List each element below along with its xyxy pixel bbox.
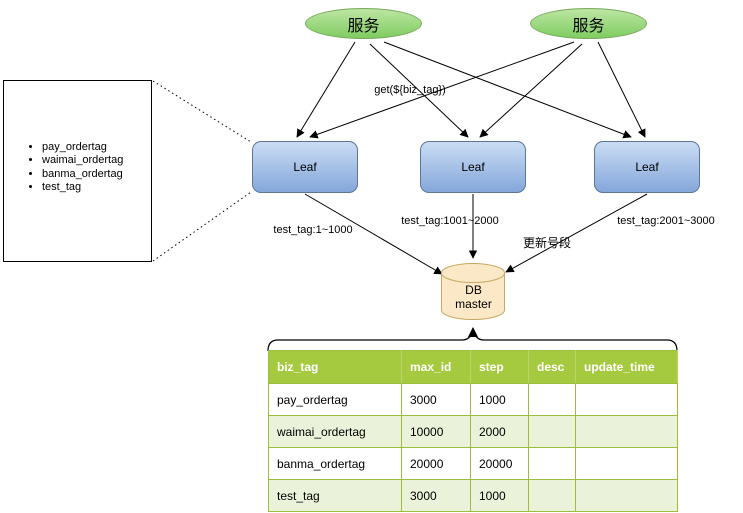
table-cell (575, 479, 678, 512)
list-item: pay_ordertag (42, 141, 123, 154)
table-cell: 3000 (401, 479, 471, 512)
db-cylinder-shape (441, 263, 505, 320)
db-master-label: DB master (442, 283, 505, 311)
biz-tag-list: pay_ordertag waimai_ordertag banma_order… (4, 141, 123, 195)
arrow-leaf3-db (505, 193, 648, 273)
leaf-label: Leaf (461, 160, 485, 174)
leaf-label: Leaf (293, 160, 317, 174)
arrow-leaf1-db (304, 193, 443, 275)
biz-table: biz_tag max_id step desc update_time pay… (268, 350, 678, 512)
dotted-line-bottom (152, 191, 252, 262)
leaf-node-1: Leaf (252, 141, 358, 193)
table-cell: 20000 (401, 447, 471, 480)
biz-tag-list-box: pay_ordertag waimai_ordertag banma_order… (3, 80, 152, 262)
arrow-service1-leaf2 (369, 43, 469, 138)
table-row: test_tag 3000 1000 (268, 479, 678, 512)
header-desc: desc (528, 350, 576, 384)
table-cell (528, 415, 576, 448)
table-cell: 3000 (401, 383, 471, 416)
edge-label-segment3: test_tag:2001~3000 (617, 215, 715, 227)
edge-label-segment1: test_tag:1~1000 (273, 224, 353, 236)
arrow-service2-leaf3 (597, 41, 646, 138)
list-item: test_tag (42, 181, 123, 194)
list-item: banma_ordertag (42, 168, 123, 181)
table-header-row: biz_tag max_id step desc update_time (268, 350, 678, 384)
table-cell (528, 447, 576, 480)
service-label: 服务 (572, 17, 605, 35)
arrow-service1-leaf1 (296, 41, 356, 138)
header-update-time: update_time (575, 350, 678, 384)
table-cell (528, 383, 576, 416)
list-item: waimai_ordertag (42, 154, 123, 167)
dotted-line-top (152, 80, 252, 143)
service-node-1: 服务 (305, 8, 422, 39)
table-brace (267, 329, 678, 352)
arrow-service1-leaf3 (383, 41, 632, 139)
header-step: step (470, 350, 529, 384)
edge-label-get: get(${biz_tag}) (374, 84, 446, 96)
db-label-line2: master (455, 297, 492, 311)
edge-label-segment2: test_tag:1001~2000 (401, 215, 499, 227)
table-cell: 1000 (470, 479, 529, 512)
table-row: banma_ordertag 20000 20000 (268, 447, 678, 480)
edge-label-update-segment: 更新号段 (522, 236, 572, 250)
service-label: 服务 (347, 17, 380, 35)
table-cell: 2000 (470, 415, 529, 448)
leaf-label: Leaf (635, 160, 659, 174)
arrow-service2-leaf1 (309, 41, 575, 139)
table-row: pay_ordertag 3000 1000 (268, 383, 678, 416)
table-cell (575, 415, 678, 448)
service-node-2: 服务 (530, 8, 647, 39)
table-cell: waimai_ordertag (268, 415, 402, 448)
table-cell (528, 479, 576, 512)
header-biz-tag: biz_tag (268, 350, 402, 384)
table-cell: 20000 (470, 447, 529, 480)
service-to-leaf-arrows (296, 41, 646, 139)
table-cell: pay_ordertag (268, 383, 402, 416)
arrow-service2-leaf2 (479, 43, 583, 138)
table-cell: 10000 (401, 415, 471, 448)
table-cell (575, 447, 678, 480)
table-cell: banma_ordertag (268, 447, 402, 480)
leaf-node-3: Leaf (594, 141, 700, 193)
leaf-node-2: Leaf (420, 141, 526, 193)
db-label-line1: DB (465, 283, 482, 297)
header-max-id: max_id (401, 350, 471, 384)
dotted-callout-lines (152, 80, 252, 262)
table-cell (575, 383, 678, 416)
table-cell: 1000 (470, 383, 529, 416)
leaf-to-db-arrows (304, 193, 648, 275)
table-cell: test_tag (268, 479, 402, 512)
table-row: waimai_ordertag 10000 2000 (268, 415, 678, 448)
